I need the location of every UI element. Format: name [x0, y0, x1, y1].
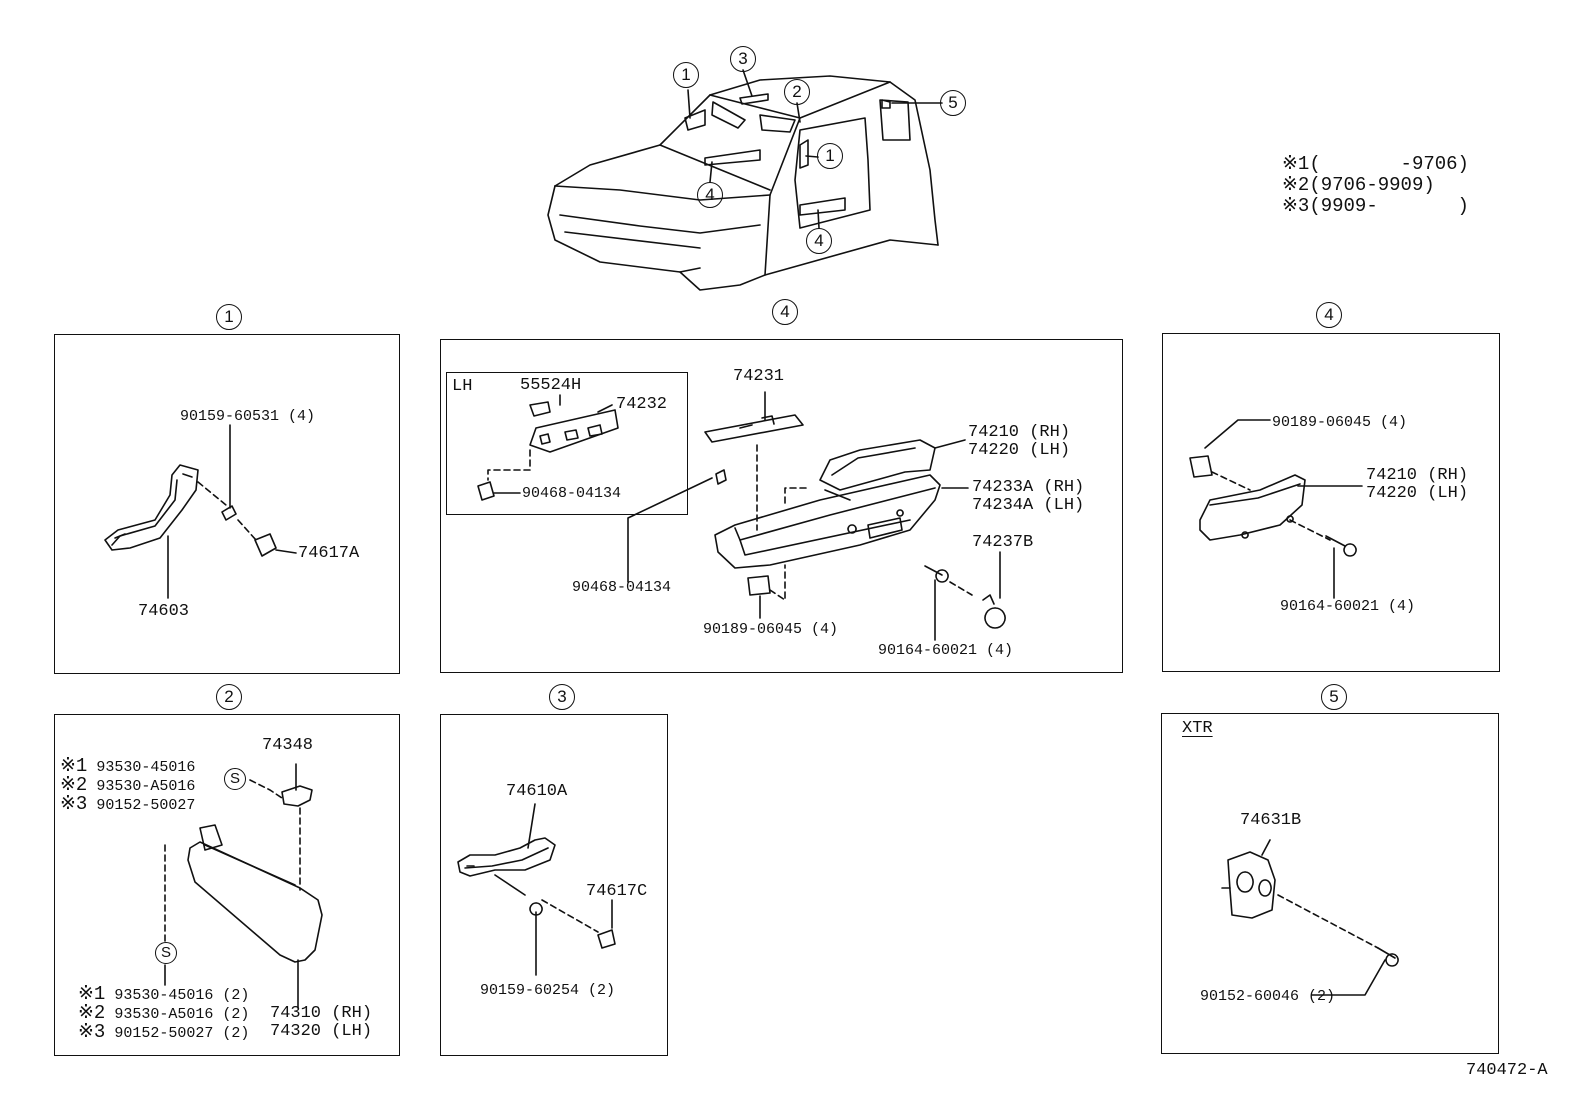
bottom-part-1-code: 93530-45016 (2): [114, 987, 250, 1004]
screw-label: 90164-60021 (4): [878, 642, 1014, 659]
top-part-1-code: 93530-45016: [96, 759, 196, 776]
panel4b-nut-label: 90189-06045 (4): [1272, 414, 1408, 431]
panel5-hook-label: 74631B: [1240, 811, 1302, 830]
holder-label: 74348: [262, 736, 314, 755]
clip-label: 90468-04134: [572, 579, 672, 596]
top-part-1: ※1 93530-45016: [60, 757, 195, 777]
panel4a-art: [477, 391, 1006, 641]
panel4b-frame: [1162, 333, 1500, 672]
panel4b-index: 4: [1316, 302, 1342, 328]
panel2-art: [164, 763, 323, 1009]
panel3-frame: [440, 714, 668, 1056]
panel4b-screw-label: 90164-60021 (4): [1280, 598, 1416, 615]
bottom-part-1-mark: ※1: [78, 983, 106, 1005]
bottom-part-1: ※1 93530-45016 (2): [78, 985, 249, 1005]
lh-plate-label: 74232: [616, 395, 668, 414]
lh-clip-bottom-label: 90468-04134: [522, 485, 622, 502]
panel4b-art: [1189, 419, 1363, 599]
top-part-3-mark: ※3: [60, 793, 88, 815]
xtr-label: XTR: [1182, 719, 1213, 738]
panel1-screw-label: 90159-60531 (4): [180, 408, 316, 425]
panel3-screw-label: 90159-60254 (2): [480, 982, 616, 999]
legend-range-1: ( -9706): [1309, 153, 1469, 175]
panel4b-pad-rh-label: 74210 (RH): [1366, 466, 1469, 485]
cap-label: 74237B: [972, 533, 1034, 552]
s-symbol-bottom: S: [155, 942, 177, 964]
top-part-3: ※3 90152-50027: [60, 795, 195, 815]
pad-rh-label: 74210 (RH): [968, 423, 1071, 442]
panel1-index: 1: [216, 304, 242, 330]
overview-callout-1b: 1: [817, 143, 843, 169]
overview-callout-4b: 4: [806, 228, 832, 254]
legend-mark-2: ※2: [1282, 174, 1310, 196]
bottom-part-2: ※2 93530-A5016 (2): [78, 1004, 249, 1024]
panel3-cover-label: 74617C: [586, 882, 648, 901]
lh-clip-top-label: 55524H: [520, 376, 582, 395]
plate-label: 74231: [733, 367, 785, 386]
vehicle-overview: [547, 69, 943, 291]
panel4a-index: 4: [772, 299, 798, 325]
panel1-frame: [54, 334, 400, 674]
panel1-art: [104, 424, 297, 599]
top-part-2-code: 93530-A5016: [96, 778, 196, 795]
overview-callout-2: 2: [784, 79, 810, 105]
bottom-part-3-mark: ※3: [78, 1021, 106, 1043]
overview-callout-3: 3: [730, 46, 756, 72]
s-symbol-top: S: [224, 768, 246, 790]
lh-label: LH: [452, 377, 473, 396]
legend-mark-3: ※3: [1282, 195, 1310, 217]
panel5-index: 5: [1321, 684, 1347, 710]
top-part-3-code: 90152-50027: [96, 797, 196, 814]
visor-rh-label: 74310 (RH): [270, 1004, 373, 1023]
overview-callout-1: 1: [673, 62, 699, 88]
legend-mark-1: ※1: [1282, 153, 1310, 175]
panel1-cover-label: 74617A: [298, 544, 360, 563]
panel4a-frame: [440, 339, 1123, 673]
panel3-art: [457, 803, 616, 976]
base-lh-label: 74234A (LH): [972, 496, 1085, 515]
bottom-part-2-code: 93530-A5016 (2): [114, 1006, 250, 1023]
panel1-grip-label: 74603: [138, 602, 190, 621]
nut-label: 90189-06045 (4): [703, 621, 839, 638]
panel5-screw-label: 90152-60046 (2): [1200, 988, 1336, 1005]
figure-id: 740472-A: [1466, 1061, 1548, 1080]
top-part-2: ※2 93530-A5016: [60, 776, 195, 796]
panel4b-pad-lh-label: 74220 (LH): [1366, 484, 1469, 503]
panel3-grip-label: 74610A: [506, 782, 568, 801]
lh-subframe: [446, 372, 688, 515]
pad-lh-label: 74220 (LH): [968, 441, 1071, 460]
bottom-part-3-code: 90152-50027 (2): [114, 1025, 250, 1042]
bottom-part-2-mark: ※2: [78, 1002, 106, 1024]
overview-callout-4: 4: [697, 182, 723, 208]
legend-range-2: (9706-9909): [1309, 174, 1435, 196]
panel2-index: 2: [216, 684, 242, 710]
panel3-index: 3: [549, 684, 575, 710]
panel5-art: [1221, 839, 1399, 996]
base-rh-label: 74233A (RH): [972, 478, 1085, 497]
bottom-part-3: ※3 90152-50027 (2): [78, 1023, 249, 1043]
panel2-frame: [54, 714, 400, 1056]
visor-lh-label: 74320 (LH): [270, 1022, 373, 1041]
overview-callout-5: 5: [940, 90, 966, 116]
panel5-frame: [1161, 713, 1499, 1054]
top-part-1-mark: ※1: [60, 755, 88, 777]
legend-range-3: (9909- ): [1309, 195, 1469, 217]
top-part-2-mark: ※2: [60, 774, 88, 796]
